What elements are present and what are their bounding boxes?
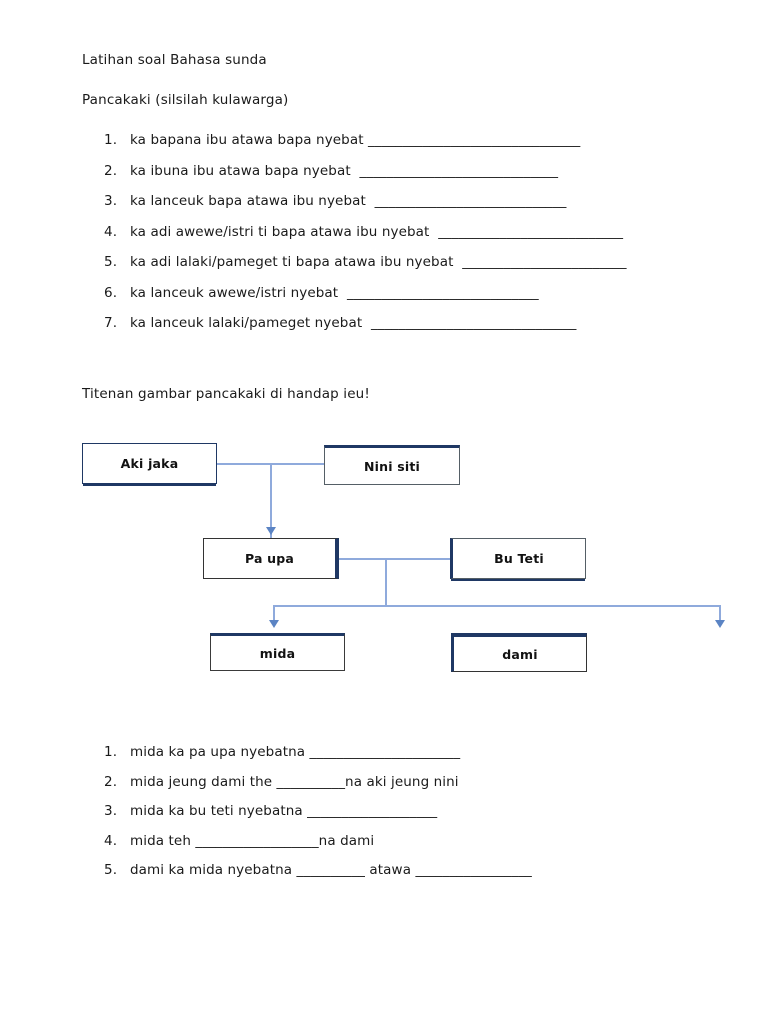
connector-grandparents (217, 463, 324, 465)
list-item: 1. mida ka pa upa nyebatna _____________… (104, 744, 532, 760)
list-item-text: mida teh __________________na dami (130, 832, 375, 849)
list-item-number: 1. (104, 132, 118, 148)
page-title: Latihan soal Bahasa sunda (82, 52, 267, 68)
list-item-number: 6. (104, 284, 118, 301)
list-item: 2. ka ibuna ibu atawa bapa nyebat ______… (104, 163, 627, 179)
list-item-number: 3. (104, 803, 118, 819)
list-item-number: 2. (104, 162, 118, 179)
exercise-list-top: 1. ka bapana ibu atawa bapa nyebat _____… (104, 132, 627, 346)
tree-node-child-two[interactable]: dami (451, 633, 587, 672)
list-item-text: ka lanceuk bapa atawa ibu nyebat _______… (130, 193, 567, 209)
list-item-number: 4. (104, 223, 118, 240)
tree-node-father[interactable]: Pa upa (203, 538, 339, 579)
connector-to-child-two (719, 605, 721, 625)
connector-parents-to-children (385, 558, 387, 606)
list-item-text: dami ka mida nyebatna __________ atawa _… (130, 862, 532, 878)
connector-to-child-one (273, 605, 275, 625)
connector-to-father (270, 463, 272, 550)
tree-node-child-one[interactable]: mida (210, 633, 345, 671)
list-item-text: ka bapana ibu atawa bapa nyebat ________… (130, 132, 581, 148)
tree-node-mother[interactable]: Bu Teti (450, 538, 586, 579)
page-subtitle: Pancakaki (silsilah kulawarga) (82, 92, 289, 108)
tree-node-grandmother[interactable]: Nini siti (324, 445, 460, 485)
list-item: 6. ka lanceuk awewe/istri nyebat _______… (104, 285, 627, 301)
arrowhead-to-father (266, 527, 276, 535)
list-item-number: 2. (104, 773, 118, 790)
list-item-text: ka adi lalaki/pameget ti bapa atawa ibu … (130, 254, 627, 270)
list-item-text: mida jeung dami the __________na aki jeu… (130, 773, 459, 790)
diagram-caption: Titenan gambar pancakaki di handap ieu! (82, 386, 370, 402)
exercise-list-bottom: 1. mida ka pa upa nyebatna _____________… (104, 744, 532, 892)
list-item-text: ka adi awewe/istri ti bapa atawa ibu nye… (130, 223, 624, 240)
list-item: 5. ka adi lalaki/pameget ti bapa atawa i… (104, 254, 627, 270)
list-item: 5. dami ka mida nyebatna __________ ataw… (104, 862, 532, 878)
list-item-number: 3. (104, 193, 118, 209)
list-item: 4. ka adi awewe/istri ti bapa atawa ibu … (104, 224, 627, 240)
arrowhead-to-child-one (269, 620, 279, 628)
list-item-text: ka ibuna ibu atawa bapa nyebat _________… (130, 162, 559, 179)
connector-parents (339, 558, 450, 560)
list-item-number: 4. (104, 832, 118, 849)
list-item: 3. ka lanceuk bapa atawa ibu nyebat ____… (104, 193, 627, 209)
arrowhead-to-child-two (715, 620, 725, 628)
list-item-number: 5. (104, 254, 118, 270)
list-item: 2. mida jeung dami the __________na aki … (104, 774, 532, 790)
list-item-text: mida ka bu teti nyebatna _______________… (130, 803, 438, 819)
list-item-number: 7. (104, 315, 118, 331)
list-item: 7. ka lanceuk lalaki/pameget nyebat ____… (104, 315, 627, 331)
list-item: 1. ka bapana ibu atawa bapa nyebat _____… (104, 132, 627, 148)
list-item: 3. mida ka bu teti nyebatna ____________… (104, 803, 532, 819)
list-item-number: 5. (104, 862, 118, 878)
list-item: 4. mida teh __________________na dami (104, 833, 532, 849)
list-item-text: mida ka pa upa nyebatna ________________… (130, 744, 461, 760)
connector-children-bus (273, 605, 720, 607)
tree-node-grandfather[interactable]: Aki jaka (82, 443, 217, 484)
list-item-text: ka lanceuk lalaki/pameget nyebat _______… (130, 315, 577, 331)
list-item-text: ka lanceuk awewe/istri nyebat __________… (130, 284, 539, 301)
list-item-number: 1. (104, 744, 118, 760)
